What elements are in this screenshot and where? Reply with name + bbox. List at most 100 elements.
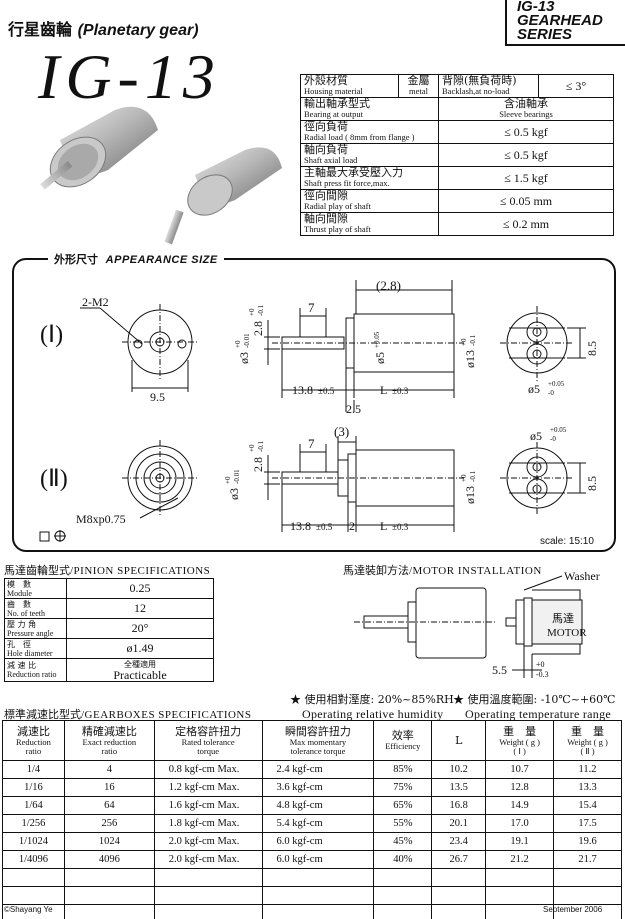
- table-cell: 4: [63, 760, 155, 779]
- model-name: IG-13: [38, 41, 221, 112]
- view1-flat-tol-bot: -0.1: [257, 304, 265, 316]
- table-cell: [431, 904, 487, 919]
- spec-label: 輸出軸承型式 Bearing at output: [300, 97, 439, 121]
- table-cell: [261, 886, 375, 905]
- table-cell: [373, 886, 433, 905]
- table-cell: 20.1: [431, 814, 487, 833]
- table-cell: 0.8 kgf-cm Max.: [153, 760, 263, 779]
- pinion-label-zh: 孔 徑: [7, 639, 31, 649]
- table-cell: 6.0 kgf-cm: [261, 832, 375, 851]
- header-zh: 重 量: [503, 724, 537, 738]
- spec-value: ≤ 3°: [538, 74, 614, 98]
- view2-marker: (Ⅱ): [40, 466, 68, 492]
- view1-side: [264, 280, 464, 412]
- spec-value: ≤ 0.5 kgf: [438, 120, 614, 144]
- table-cell: 1/256: [2, 814, 65, 833]
- pinion-label-zh: 模 數: [7, 579, 31, 589]
- table-cell: [431, 886, 487, 905]
- pinion-label-zh: 減 速 比: [7, 661, 37, 670]
- table-cell: 14.9: [485, 796, 555, 815]
- pinion-value: 全種適用 Practicable: [66, 658, 214, 682]
- appearance-label-zh: 外形尺寸: [54, 253, 98, 266]
- humidity-en: Operating relative humidity: [302, 707, 444, 721]
- table-cell: 17.0: [485, 814, 555, 833]
- gearboxes-title-zh: 標準減速比型式: [4, 708, 81, 721]
- appearance-label-en: APPEARANCE SIZE: [105, 254, 218, 266]
- spec-value-zh: 金屬: [407, 74, 430, 87]
- pinion-label-zh: 齒 數: [7, 599, 31, 609]
- table-cell: 85%: [373, 760, 433, 779]
- spec-label-zh: 輸出軸承型式: [304, 97, 370, 110]
- view2-end: [500, 442, 586, 516]
- spec-value: 金屬 metal: [398, 74, 439, 98]
- table-cell: [553, 904, 622, 919]
- view2-body-dia: ø13: [463, 486, 477, 504]
- pinion-value-zh: 全種適用: [124, 660, 156, 669]
- motor-install-title-zh: 馬達裝卸方法: [343, 564, 409, 577]
- view2-body-tol-top: +0: [460, 474, 468, 482]
- table-cell: [261, 904, 375, 919]
- spec-label: 背隙(無負荷時) Backlash,at no-load: [438, 74, 539, 98]
- header-en: Exact reduction: [82, 736, 137, 747]
- table-cell: 26.7: [431, 850, 487, 869]
- spec-value-zh: 含油軸承: [504, 97, 548, 110]
- spec-label-en: Bearing at output: [304, 109, 364, 119]
- motor-install-title: 馬達裝卸方法/MOTOR INSTALLATION: [343, 562, 542, 578]
- humidity-condition: ★ 使用相對溼度: 20%~85%RH Operating relative h…: [290, 691, 454, 722]
- view2-flat-tol-top: +0: [248, 444, 256, 452]
- view1-body-dia: ø13: [463, 350, 477, 368]
- temperature-condition: ★ 使用溫度範圍: -10℃~+60℃ Operating temperatur…: [453, 691, 615, 722]
- table-cell: 21.7: [553, 850, 622, 869]
- table-cell: 21.2: [485, 850, 555, 869]
- view2-front: [122, 440, 198, 519]
- table-cell: 1/64: [2, 796, 65, 815]
- view2-len-l-tol: ±0.3: [392, 522, 409, 532]
- spec-value-en: Sleeve bearings: [499, 109, 553, 119]
- title-zh: 行星齒輪: [8, 20, 73, 39]
- table-cell: [153, 868, 263, 887]
- view1-end-bore-tol-top: +0.05: [548, 380, 565, 388]
- view1-len-l: L: [380, 383, 387, 397]
- view2-flange-dia: ø3: [227, 488, 241, 500]
- series-line: GEARHEAD: [517, 12, 603, 29]
- view1-flat-tol-top: +0: [248, 308, 256, 316]
- table-cell: 17.5: [553, 814, 622, 833]
- table-cell: [485, 886, 555, 905]
- table-cell: [63, 904, 155, 919]
- pinion-label-en: No. of teeth: [7, 608, 45, 618]
- pinion-value: 12: [66, 598, 214, 619]
- view1-boss-tol: +0.05: [373, 331, 381, 348]
- spec-label-en: Shaft press fit force,max.: [304, 178, 390, 188]
- view2-flange-tol-top: +0: [224, 476, 232, 484]
- header-en: Reduction: [15, 736, 51, 747]
- table-cell: 256: [63, 814, 155, 833]
- table-row: [2, 886, 622, 905]
- header-en: torque: [197, 745, 220, 756]
- view1-thickness: 2.5: [346, 402, 361, 416]
- view2-body-tol-bot: -0.1: [469, 470, 477, 482]
- pinion-title: 馬達齒輪型式/PINION SPECIFICATIONS: [4, 562, 210, 578]
- header-zh: L: [455, 733, 463, 747]
- pinion-label-en: Pressure angle: [7, 628, 54, 638]
- table-cell: 1.8 kgf-cm Max.: [153, 814, 263, 833]
- view2-pilot-len: (3): [334, 424, 349, 439]
- pinion-label-en: Reduction ratio: [7, 670, 57, 679]
- table-cell: [373, 904, 433, 919]
- table-cell: [153, 904, 263, 919]
- install-depth-tol-bot: -0.3: [536, 670, 549, 679]
- motor-install-title-en: /MOTOR INSTALLATION: [409, 565, 542, 577]
- spec-value-en: metal: [409, 86, 428, 96]
